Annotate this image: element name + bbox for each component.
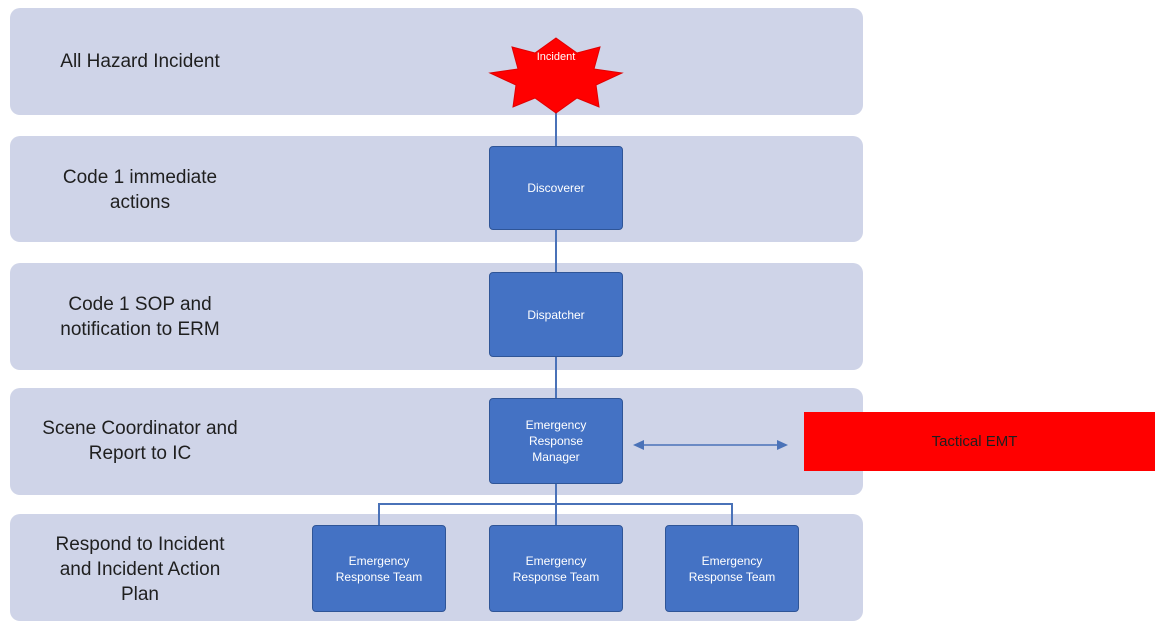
connector-dispatcher-erm bbox=[555, 357, 557, 398]
connector-team-2 bbox=[555, 503, 557, 525]
stage-band-4 bbox=[10, 388, 863, 495]
connector-erm-down bbox=[555, 484, 557, 504]
emergency-response-team-box-2: Emergency Response Team bbox=[489, 525, 623, 612]
connector-team-1 bbox=[378, 503, 380, 525]
incident-label: Incident bbox=[536, 51, 576, 63]
stage-label-scene-coordinator: Scene Coordinator and Report to IC bbox=[42, 417, 238, 464]
stage-label-all-hazard-incident: All Hazard Incident bbox=[60, 50, 220, 72]
stage-band-3 bbox=[10, 263, 863, 370]
stage-label-respond-to-incident: Respond to Incident and Incident Action … bbox=[55, 533, 225, 605]
dispatcher-box: Dispatcher bbox=[489, 272, 623, 357]
incident-star-shape bbox=[488, 37, 624, 114]
stage-band-1 bbox=[10, 8, 863, 115]
emergency-response-manager-box: Emergency Response Manager bbox=[489, 398, 623, 484]
connector-team-3 bbox=[731, 503, 733, 525]
tactical-emt-box: Tactical EMT bbox=[804, 412, 1155, 471]
connector-discoverer-dispatcher bbox=[555, 230, 557, 272]
stage-label-code1-immediate-actions: Code 1 immediate actions bbox=[62, 166, 218, 213]
emergency-response-team-box-3: Emergency Response Team bbox=[665, 525, 799, 612]
discoverer-box: Discoverer bbox=[489, 146, 623, 230]
emergency-response-team-box-1: Emergency Response Team bbox=[312, 525, 446, 612]
bidirectional-arrow bbox=[633, 440, 788, 450]
stage-band-2 bbox=[10, 136, 863, 242]
stage-label-code1-sop: Code 1 SOP and notification to ERM bbox=[60, 293, 220, 340]
connector-incident-discoverer bbox=[555, 100, 557, 146]
